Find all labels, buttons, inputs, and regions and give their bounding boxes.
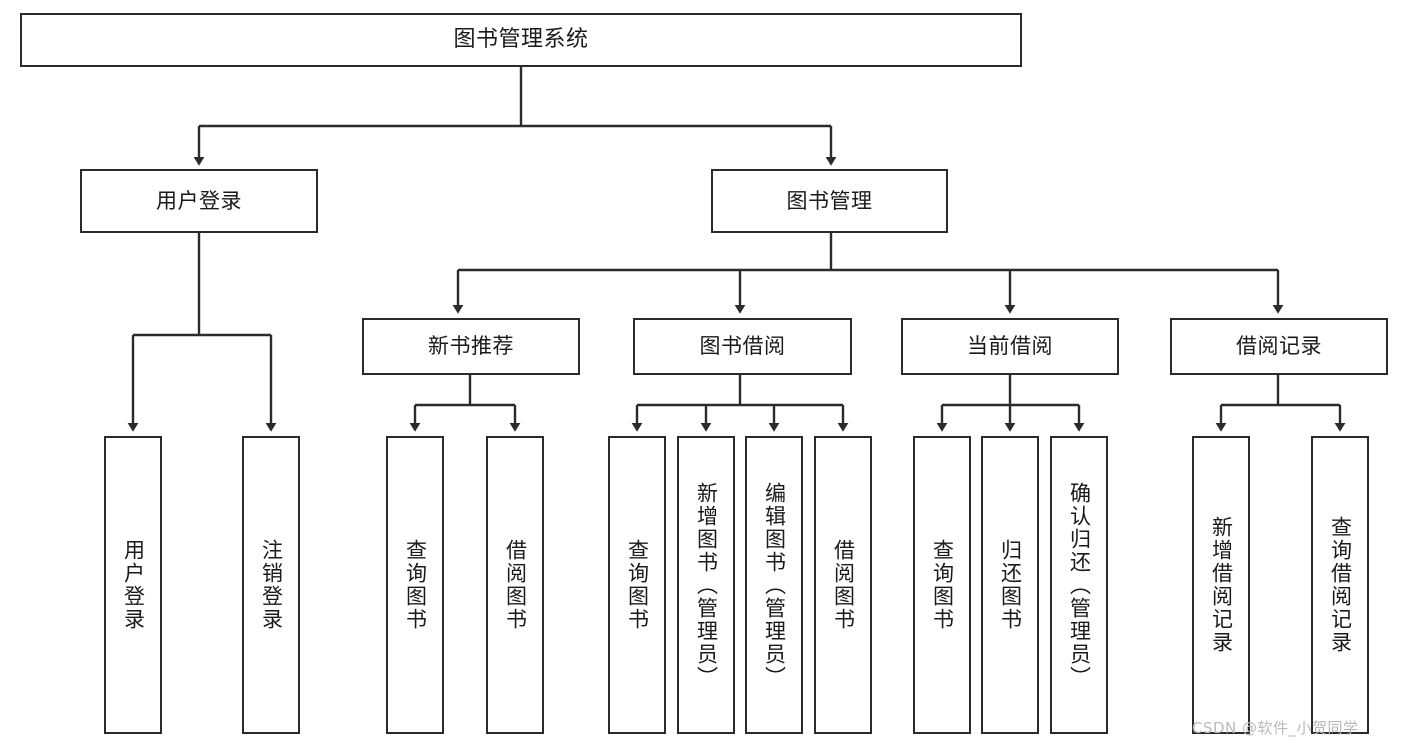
leaf-borrow-book-1[interactable]: 借阅图书 xyxy=(486,436,544,734)
node-current-borrow[interactable]: 当前借阅 xyxy=(901,318,1119,375)
leaf-query-borrow-record[interactable]: 查询借阅记录 xyxy=(1311,436,1369,734)
node-label: 查询图书 xyxy=(403,539,428,631)
node-book-management-system[interactable]: 图书管理系统 xyxy=(20,13,1022,67)
node-book-borrow[interactable]: 图书借阅 xyxy=(633,318,852,375)
leaf-return-book[interactable]: 归还图书 xyxy=(981,436,1039,734)
node-label: 用户登录 xyxy=(156,188,242,213)
csdn-watermark: CSDN @软件_小贺同学 xyxy=(1192,719,1359,737)
node-label: 新增借阅记录 xyxy=(1209,516,1234,654)
node-label: 借阅记录 xyxy=(1236,334,1322,359)
node-label: 确认归还（管理员） xyxy=(1067,481,1092,689)
leaf-user-login[interactable]: 用户登录 xyxy=(104,436,162,734)
node-borrow-record[interactable]: 借阅记录 xyxy=(1170,318,1388,375)
leaf-add-book-admin[interactable]: 新增图书（管理员） xyxy=(677,436,735,734)
node-label: 归还图书 xyxy=(998,539,1023,631)
node-label: 图书管理 xyxy=(786,188,873,213)
leaf-edit-book-admin[interactable]: 编辑图书（管理员） xyxy=(745,436,803,734)
node-label: 图书管理系统 xyxy=(453,27,589,53)
node-label: 图书借阅 xyxy=(699,334,786,359)
node-label: 借阅图书 xyxy=(503,539,528,631)
leaf-query-book-2[interactable]: 查询图书 xyxy=(608,436,666,734)
node-label: 查询图书 xyxy=(625,539,650,631)
node-label: 编辑图书（管理员） xyxy=(762,481,787,689)
leaf-query-book-1[interactable]: 查询图书 xyxy=(386,436,444,734)
leaf-logout[interactable]: 注销登录 xyxy=(242,436,300,734)
leaf-query-book-3[interactable]: 查询图书 xyxy=(913,436,971,734)
node-label: 新增图书（管理员） xyxy=(694,481,719,689)
node-book-management[interactable]: 图书管理 xyxy=(711,169,948,233)
node-label: 用户登录 xyxy=(121,539,146,631)
node-user-login[interactable]: 用户登录 xyxy=(80,169,318,233)
node-label: 注销登录 xyxy=(259,539,284,631)
leaf-add-borrow-record[interactable]: 新增借阅记录 xyxy=(1192,436,1250,734)
leaf-confirm-return-admin[interactable]: 确认归还（管理员） xyxy=(1050,436,1108,734)
node-label: 当前借阅 xyxy=(967,334,1053,359)
node-label: 借阅图书 xyxy=(831,539,856,631)
node-new-book-recommend[interactable]: 新书推荐 xyxy=(362,318,580,375)
node-label: 新书推荐 xyxy=(428,334,514,359)
node-label: 查询图书 xyxy=(930,539,955,631)
node-label: 查询借阅记录 xyxy=(1328,516,1353,654)
leaf-borrow-book-2[interactable]: 借阅图书 xyxy=(814,436,872,734)
